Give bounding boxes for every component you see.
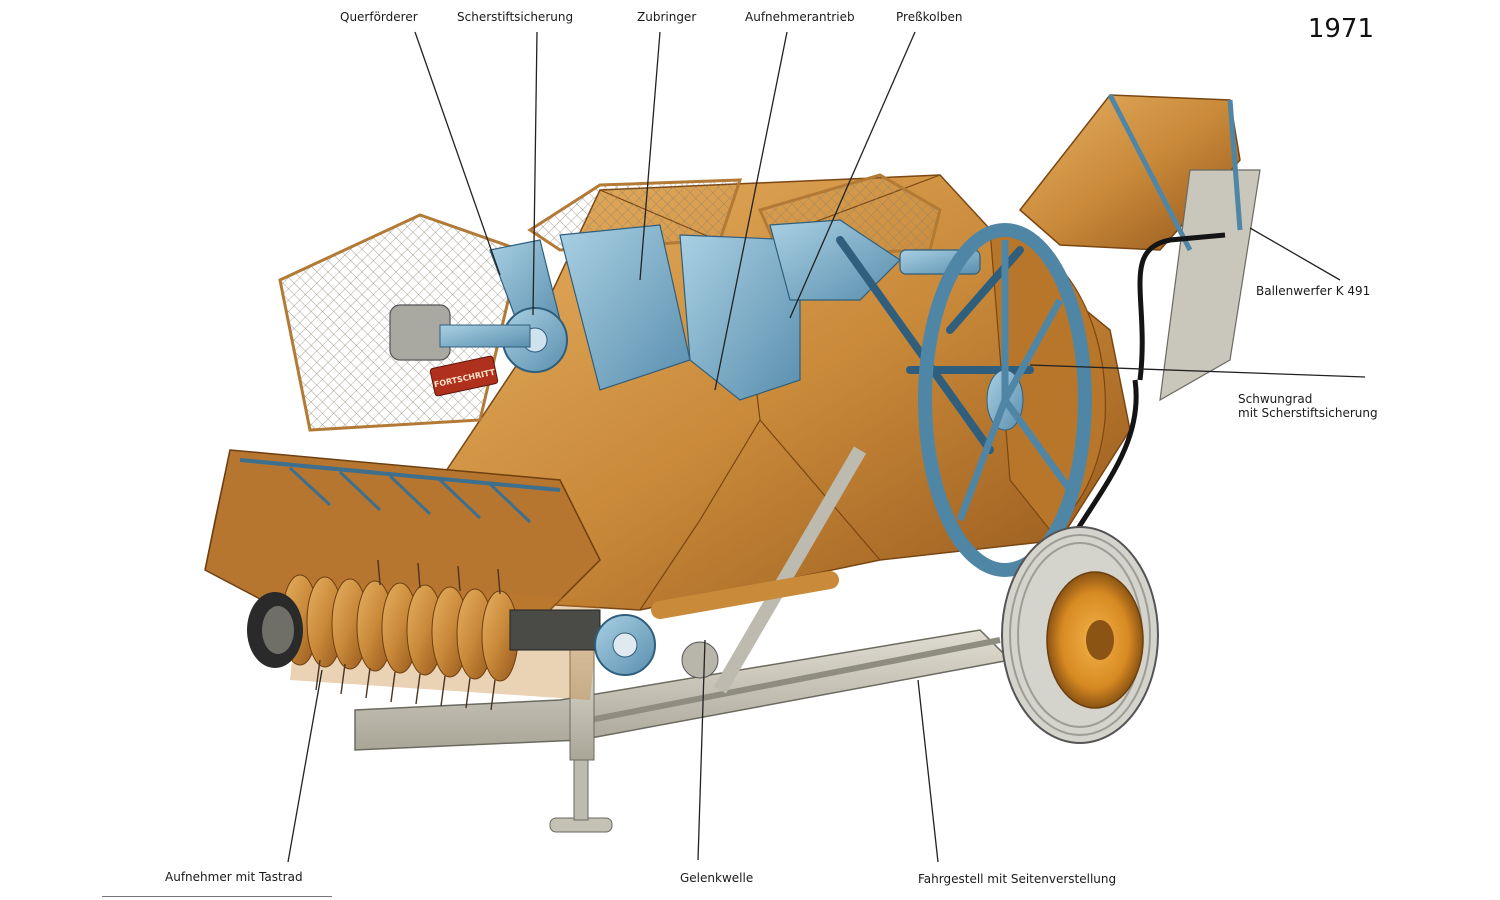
leader-lines (287, 31, 1366, 863)
leader-presskolben (789, 31, 916, 319)
leader-fahrgestell (917, 679, 939, 863)
label-ballenwerfer: Ballenwerfer K 491 (1256, 284, 1371, 298)
label-fahrgestell: Fahrgestell mit Seitenverstellung (918, 872, 1117, 886)
leader-gelenkwelle (697, 639, 706, 861)
leader-ballenwerfer (1249, 227, 1341, 281)
brand-plate: FORTSCHRITT (429, 355, 499, 397)
label-gelenkwelle: Gelenkwelle (680, 871, 754, 885)
label-presskolben: Preßkolben (896, 10, 963, 24)
label-schwungrad-line1: Schwungrad (1238, 392, 1313, 406)
leader-schwungrad (1029, 364, 1366, 378)
leader-zubringer (639, 31, 661, 281)
tastrad-wheel (247, 592, 303, 668)
bale-thrower (1018, 93, 1261, 562)
flywheel (918, 223, 1092, 577)
label-scherstiftsicherung: Scherstiftsicherung (457, 10, 574, 24)
label-schwungrad-line2: mit Scherstiftsicherung (1238, 406, 1378, 420)
label-aufnehmer: Aufnehmer mit Tastrad (165, 870, 303, 884)
label-aufnehmerantrieb: Aufnehmerantrieb (745, 10, 855, 24)
label-querfoerderer: Querförderer (340, 10, 418, 24)
leader-aufnehmerantrieb (714, 31, 788, 391)
pickup-reel (281, 559, 719, 711)
leader-scherstiftsicherung (532, 31, 538, 316)
bottom-rule (102, 896, 332, 897)
label-zubringer: Zubringer (637, 10, 697, 24)
year-label: 1971 (1307, 14, 1374, 44)
blue-mechanism (389, 219, 1034, 454)
leader-querfoerderer (414, 31, 501, 276)
main-wheel (1001, 526, 1159, 744)
leader-aufnehmer (287, 669, 323, 863)
